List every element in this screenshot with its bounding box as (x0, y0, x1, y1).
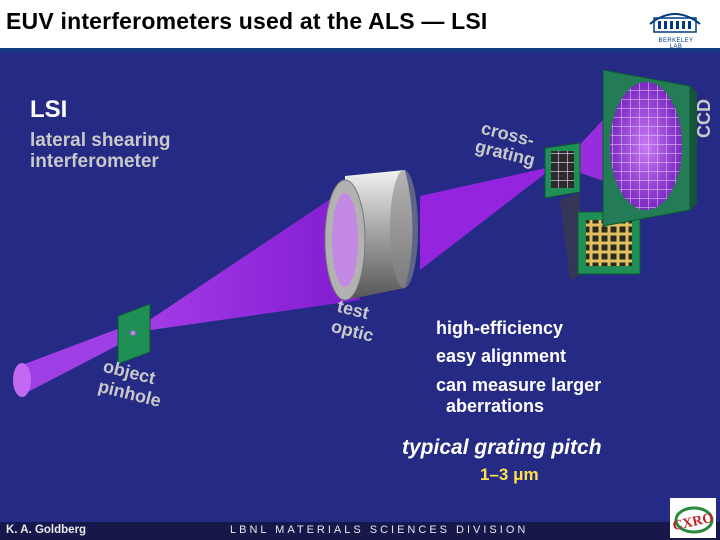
footer-bar: K. A. Goldberg LBNL MATERIALS SCIENCES D… (0, 522, 720, 540)
feature-item: easy alignment (436, 346, 567, 366)
test-optic (324, 170, 418, 301)
feature-item: aberrations (446, 396, 545, 416)
lsi-heading: LSI (30, 96, 68, 123)
cross-grating (544, 142, 581, 199)
feature-item: high-efficiency (436, 318, 564, 338)
diverging-beam (130, 196, 360, 333)
beam-source (13, 363, 31, 397)
ccd-detector (602, 69, 697, 227)
converging-beam (420, 166, 555, 270)
slide-title: EUV interferometers used at the ALS — LS… (6, 8, 488, 34)
berkeley-lab-caption: BERKELEY LAB (658, 38, 694, 50)
footer-author: K. A. Goldberg (6, 524, 87, 536)
ccd-label: CCD (694, 99, 714, 138)
input-beam (22, 325, 128, 395)
berkeley-lab-logo-icon (644, 2, 706, 46)
lsi-subtitle-line2: interferometer (30, 151, 159, 172)
grating-pitch-title: typical grating pitch (402, 436, 602, 459)
grating-pitch-value: 1–3 μm (480, 465, 539, 484)
feature-item: can measure larger (436, 375, 602, 395)
title-rule (0, 48, 720, 52)
cxro-logo-icon: CXRO (670, 498, 716, 538)
lsi-diagram (13, 69, 697, 397)
footer-division: LBNL MATERIALS SCIENCES DIVISION (230, 524, 529, 536)
lsi-subtitle-line1: lateral shearing (30, 130, 171, 151)
